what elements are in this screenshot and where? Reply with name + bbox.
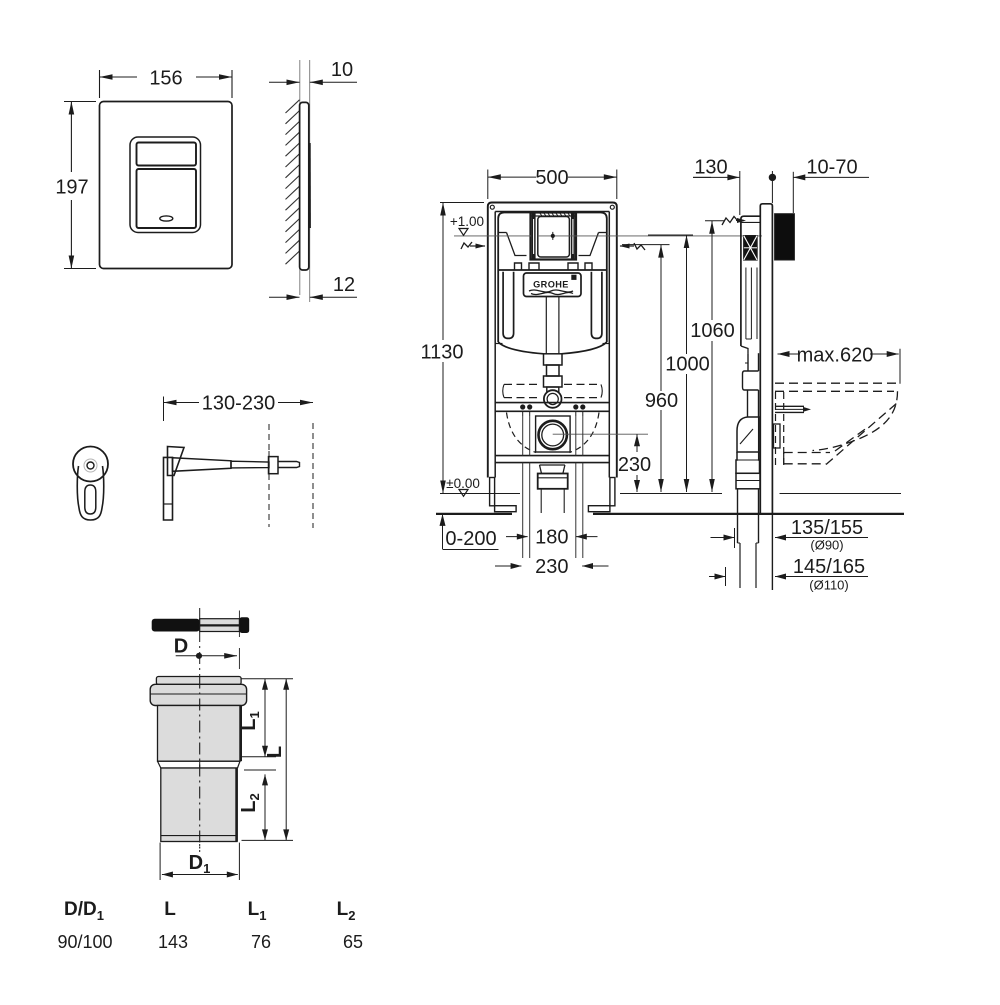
- svg-text:12: 12: [333, 274, 355, 296]
- svg-text:135/155: 135/155: [791, 517, 863, 539]
- svg-text:90/100: 90/100: [57, 932, 112, 952]
- svg-text:1130: 1130: [420, 342, 463, 364]
- svg-text:145/165: 145/165: [793, 556, 865, 578]
- svg-text:D: D: [174, 636, 188, 658]
- svg-text:10: 10: [331, 59, 353, 81]
- svg-text:max.620: max.620: [797, 345, 874, 367]
- svg-text:197: 197: [55, 177, 88, 199]
- svg-text:GROHE: GROHE: [533, 280, 569, 290]
- svg-text:(Ø110): (Ø110): [809, 578, 849, 593]
- svg-text:+1.00: +1.00: [450, 214, 484, 229]
- svg-text:130: 130: [694, 157, 727, 179]
- svg-text:1060: 1060: [690, 320, 735, 342]
- svg-text:1000: 1000: [665, 354, 710, 376]
- svg-text:130-230: 130-230: [202, 393, 275, 415]
- svg-text:L: L: [264, 746, 286, 758]
- svg-text:10-70: 10-70: [806, 157, 857, 179]
- svg-text:230: 230: [535, 556, 568, 578]
- svg-text:(Ø90): (Ø90): [810, 538, 843, 553]
- svg-text:500: 500: [535, 167, 568, 189]
- svg-text:960: 960: [645, 390, 678, 412]
- svg-text:0-200: 0-200: [445, 528, 496, 550]
- svg-text:±0.00: ±0.00: [446, 476, 480, 491]
- svg-text:65: 65: [343, 932, 363, 952]
- svg-text:L: L: [164, 899, 176, 920]
- svg-text:180: 180: [535, 527, 568, 549]
- svg-text:143: 143: [158, 932, 188, 952]
- svg-text:156: 156: [149, 68, 182, 90]
- svg-text:76: 76: [251, 932, 271, 952]
- svg-text:230: 230: [618, 454, 651, 476]
